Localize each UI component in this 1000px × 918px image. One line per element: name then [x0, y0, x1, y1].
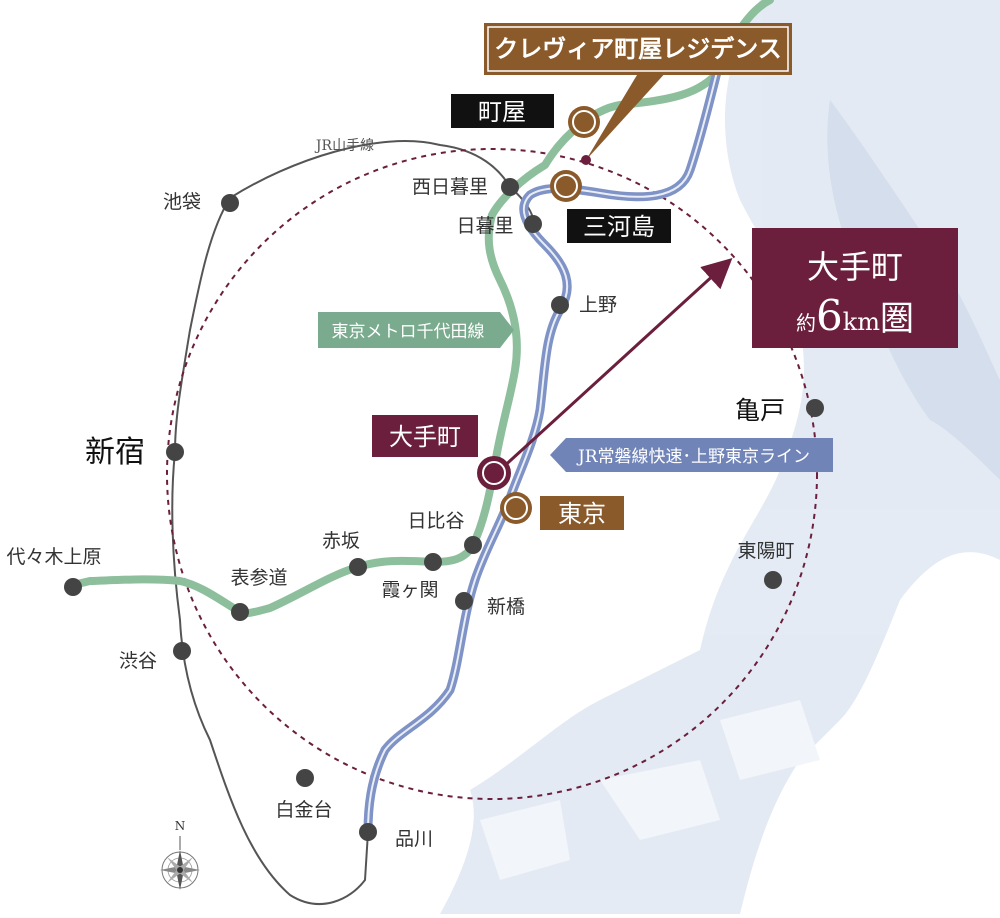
range-box: 大手町 約6km圏: [752, 228, 958, 348]
range-circle: [166, 148, 818, 800]
station-label-nippori: 日暮里: [456, 215, 513, 237]
station-label-shinbashi: 新橋: [487, 596, 525, 618]
yamanote-line: [171, 140, 535, 905]
station-dot-omotesando: [231, 603, 249, 621]
station-dot-kameido: [806, 399, 824, 417]
station-label-hibiya: 日比谷: [407, 510, 464, 532]
station-ring-machiya: [568, 106, 600, 138]
range-title: 大手町: [807, 248, 903, 286]
station-ring-mikawashima: [550, 170, 582, 202]
chiyoda-line-label: 東京メトロ千代田線: [318, 312, 514, 348]
range-unit: km: [843, 308, 881, 336]
otemachi-label-box: 大手町: [372, 415, 478, 457]
station-label-yoyogiuehara: 代々木上原: [6, 546, 101, 568]
station-label-nishinippori: 西日暮里: [412, 176, 488, 198]
station-dot-ueno: [551, 296, 569, 314]
svg-text:N: N: [175, 819, 186, 833]
station-dot-shinbashi: [455, 592, 473, 610]
station-dot-yoyogiuehara: [64, 578, 82, 596]
station-label-toyocho: 東陽町: [737, 540, 794, 562]
tokyo-label-box: 東京: [540, 496, 624, 530]
compass-rose-icon: N: [160, 819, 200, 890]
joban-line-label: JR常磐線快速･上野東京ライン: [550, 438, 833, 472]
title-text: クレヴィア町屋レジデンス: [494, 34, 782, 63]
station-label-shibuya: 渋谷: [119, 650, 157, 672]
station-ring-otemachi: [477, 456, 511, 490]
mikawashima-label-box: 三河島: [567, 209, 671, 243]
station-dot-nishinippori: [501, 178, 519, 196]
machiya-label-box: 町屋: [451, 94, 554, 128]
station-label-shinagawa: 品川: [395, 828, 433, 850]
yamanote-line-label: JR山手線: [314, 138, 374, 154]
title-box: クレヴィア町屋レジデンス: [484, 23, 792, 75]
station-label-shinjuku: 新宿: [85, 435, 145, 470]
mikawashima-label: 三河島: [583, 213, 655, 241]
station-dot-shirokanedai: [296, 769, 314, 787]
station-dot-hibiya: [464, 536, 482, 554]
range-prefix: 約: [796, 311, 816, 335]
station-dot-kasumigaseki: [424, 553, 442, 571]
station-ring-tokyo: [500, 492, 532, 524]
station-dot-shibuya: [173, 642, 191, 660]
station-label-kameido: 亀戸: [735, 396, 785, 425]
station-label-ueno: 上野: [579, 294, 617, 316]
station-dot-nippori: [524, 215, 542, 233]
station-label-akasaka: 赤坂: [322, 530, 360, 552]
station-label-ikebukuro: 池袋: [163, 191, 201, 213]
station-dot-shinjuku: [166, 443, 184, 461]
station-dot-ikebukuro: [221, 194, 239, 212]
title-pointer: [586, 70, 668, 160]
range-number: 6: [816, 291, 843, 340]
range-suffix: 圏: [880, 299, 914, 339]
station-dot-akasaka: [349, 558, 367, 576]
station-label-kasumigaseki: 霞ヶ関: [381, 579, 438, 601]
station-dot-toyocho: [764, 571, 782, 589]
tokyo-label: 東京: [558, 500, 606, 528]
range-arrow: [498, 257, 733, 472]
station-dot-shinagawa: [359, 823, 377, 841]
otemachi-label: 大手町: [389, 423, 461, 451]
station-label-omotesando: 表参道: [230, 567, 287, 589]
station-label-shirokanedai: 白金台: [275, 799, 332, 821]
machiya-label: 町屋: [478, 98, 526, 126]
svg-text:東京メトロ千代田線: 東京メトロ千代田線: [332, 322, 485, 342]
svg-text:JR常磐線快速･上野東京ライン: JR常磐線快速･上野東京ライン: [576, 447, 810, 467]
svg-text:約6km圏: 約6km圏: [796, 291, 914, 340]
